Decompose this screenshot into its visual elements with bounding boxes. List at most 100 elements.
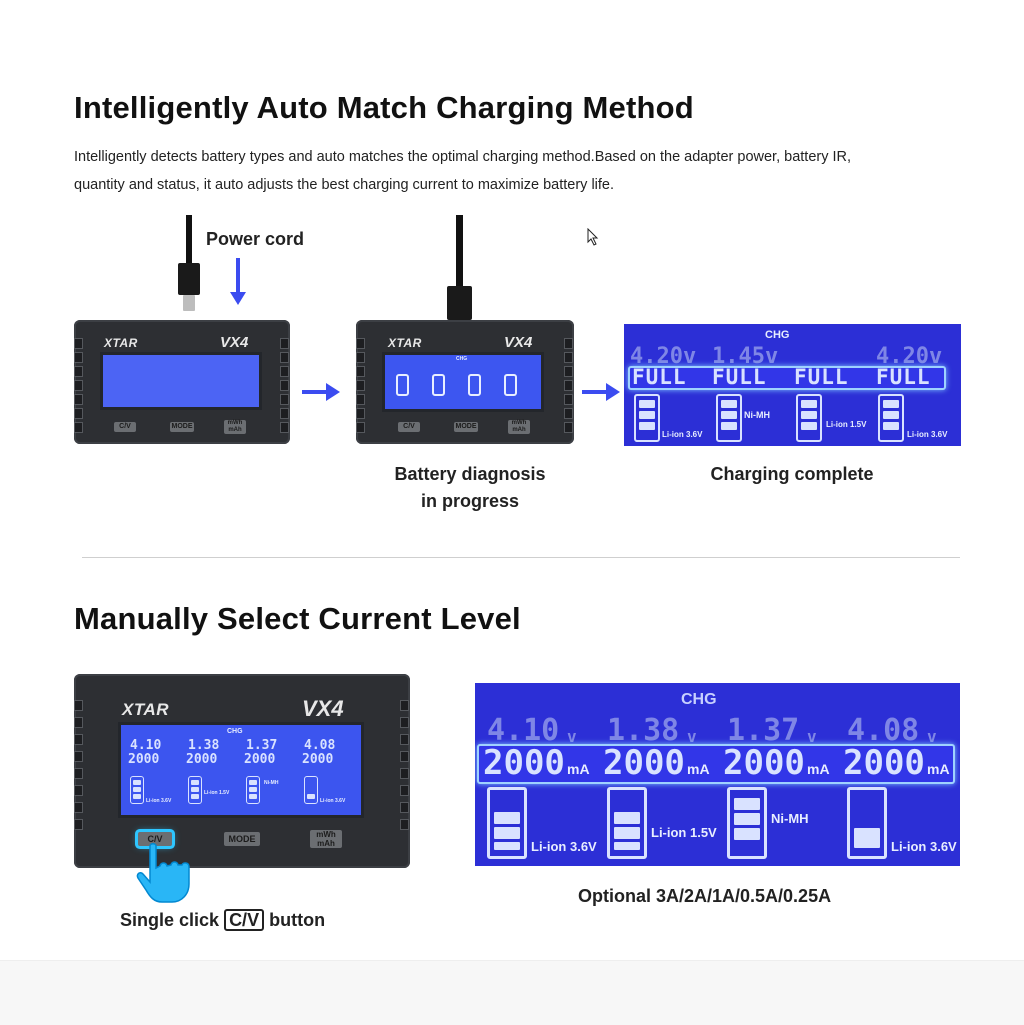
battery-type-label: Ni-MH xyxy=(771,811,809,826)
status-highlight xyxy=(628,366,946,390)
brand-logo: XTAR xyxy=(122,700,170,719)
brand-logo: XTAR xyxy=(388,336,422,350)
section-divider xyxy=(82,557,960,558)
mode-button: MODE xyxy=(454,422,478,432)
model-label: VX4 xyxy=(504,334,533,351)
cursor-icon xyxy=(587,228,599,246)
chg-label: CHG xyxy=(765,329,790,341)
battery-icon xyxy=(487,787,527,859)
usb-plug-2 xyxy=(447,286,472,320)
battery-slot-outline xyxy=(396,374,409,396)
voltage-readout: 4.10 xyxy=(487,713,560,748)
caption-diagnosis-line2: in progress xyxy=(420,491,520,511)
battery-slot-outline xyxy=(432,374,445,396)
current-readout: 2000 xyxy=(186,752,218,767)
battery-icon xyxy=(847,787,887,859)
volt-unit: v xyxy=(807,727,817,746)
voltage-readout: 4.20v xyxy=(630,344,697,369)
model-label: VX4 xyxy=(220,334,249,351)
volt-unit: v xyxy=(927,727,937,746)
current-unit: mA xyxy=(807,761,830,777)
arrow-right-icon xyxy=(582,383,620,401)
power-cable xyxy=(186,215,192,265)
status-full: FULL xyxy=(794,365,849,389)
battery-icon-full xyxy=(634,394,660,442)
current-readout: 2000 xyxy=(603,743,685,783)
status-full: FULL xyxy=(712,365,767,389)
current-unit: mA xyxy=(687,761,710,777)
current-highlight xyxy=(477,744,955,784)
voltage-readout: 4.08 xyxy=(847,713,920,748)
hand-pointer-icon xyxy=(136,843,190,903)
caption-complete: Charging complete xyxy=(710,464,874,484)
voltage-readout: 4.20v xyxy=(876,344,943,369)
power-cord-label: Power cord xyxy=(206,229,305,249)
battery-icon xyxy=(188,776,202,804)
battery-icon-full xyxy=(716,394,742,442)
battery-type-label: Ni-MH xyxy=(264,780,279,786)
lcd-screen-manual: CHG 4.10 1.38 1.37 4.08 2000 2000 2000 2… xyxy=(118,722,364,818)
mode-button: MODE xyxy=(170,422,194,432)
arrow-right-icon xyxy=(302,383,340,401)
caption-cv-key: C/V xyxy=(224,909,265,931)
battery-type-label: Li-ion 1.5V xyxy=(826,420,867,429)
battery-type-label: Li-ion 3.6V xyxy=(320,798,346,804)
status-full: FULL xyxy=(876,365,931,389)
caption-optional-current: Optional 3A/2A/1A/0.5A/0.25A xyxy=(578,886,832,906)
battery-slot-outline xyxy=(468,374,481,396)
usb-plug xyxy=(178,263,200,295)
status-full: FULL xyxy=(632,365,687,389)
usb-connector xyxy=(183,295,195,311)
mwh-button[interactable]: mWh mAh xyxy=(310,830,342,848)
battery-icon xyxy=(607,787,647,859)
current-readout: 2000 xyxy=(483,743,565,783)
section1-description: Intelligently detects battery types and … xyxy=(74,143,974,199)
current-readout: 2000 xyxy=(302,752,334,767)
current-readout: 2000 xyxy=(128,752,160,767)
desc-line-2: quantity and status, it auto adjusts the… xyxy=(74,177,615,193)
battery-type-label: Li-ion 3.6V xyxy=(891,839,957,854)
voltage-readout: 4.10 xyxy=(130,738,162,753)
section1-title: Intelligently Auto Match Charging Method xyxy=(74,90,694,125)
lcd-charging-complete: CHG 4.20v 1.45v 4.20v FULL FULL FULL FUL… xyxy=(624,324,961,446)
current-readout: 2000 xyxy=(843,743,925,783)
chg-label: CHG xyxy=(456,356,468,362)
arrow-down-icon xyxy=(230,258,246,305)
cv-button: C/V xyxy=(114,422,136,432)
volt-unit: v xyxy=(567,727,577,746)
current-readout: 2000 xyxy=(244,752,276,767)
charger-device-3: XTAR VX4 CHG 4.10 1.38 1.37 4.08 2000 20… xyxy=(74,674,410,868)
battery-icon xyxy=(727,787,767,859)
voltage-readout: 1.38 xyxy=(188,738,220,753)
brand-logo: XTAR xyxy=(104,336,138,350)
lcd-manual-current: CHG 4.10 1.38 1.37 4.08 v v v v 2000 200… xyxy=(475,683,960,866)
cv-button-highlighted[interactable]: C/V xyxy=(138,832,172,846)
voltage-readout: 1.45v xyxy=(712,344,779,369)
model-label: VX4 xyxy=(302,696,344,721)
current-readout: 2000 xyxy=(723,743,805,783)
caption-diagnosis: Battery diagnosis in progress xyxy=(370,461,570,515)
cv-button: C/V xyxy=(398,422,420,432)
battery-type-label: Li-ion 3.6V xyxy=(146,798,172,804)
voltage-readout: 1.38 xyxy=(607,713,680,748)
mode-button[interactable]: MODE xyxy=(224,832,260,846)
current-unit: mA xyxy=(927,761,950,777)
power-cable-2 xyxy=(456,215,463,290)
battery-icon xyxy=(304,776,318,804)
mwh-button: mWh mAh xyxy=(224,420,246,434)
caption-single-click: Single click C/V button xyxy=(120,909,325,931)
volt-unit: v xyxy=(687,727,697,746)
lcd-screen-diagnosis: CHG xyxy=(382,352,544,412)
caption-single-click-pre: Single click xyxy=(120,910,220,930)
lcd-screen-blank xyxy=(100,352,262,410)
battery-type-label: Ni-MH xyxy=(744,410,770,420)
battery-icon-full xyxy=(878,394,904,442)
battery-type-label: Li-ion 3.6V xyxy=(907,430,948,439)
battery-type-label: Li-ion 3.6V xyxy=(662,430,703,439)
battery-icon xyxy=(246,776,260,804)
desc-line-1: Intelligently detects battery types and … xyxy=(74,149,852,165)
battery-type-label: Li-ion 3.6V xyxy=(531,839,597,854)
chg-label: CHG xyxy=(227,728,243,735)
caption-single-click-post: button xyxy=(269,910,326,930)
voltage-readout: 1.37 xyxy=(246,738,278,753)
